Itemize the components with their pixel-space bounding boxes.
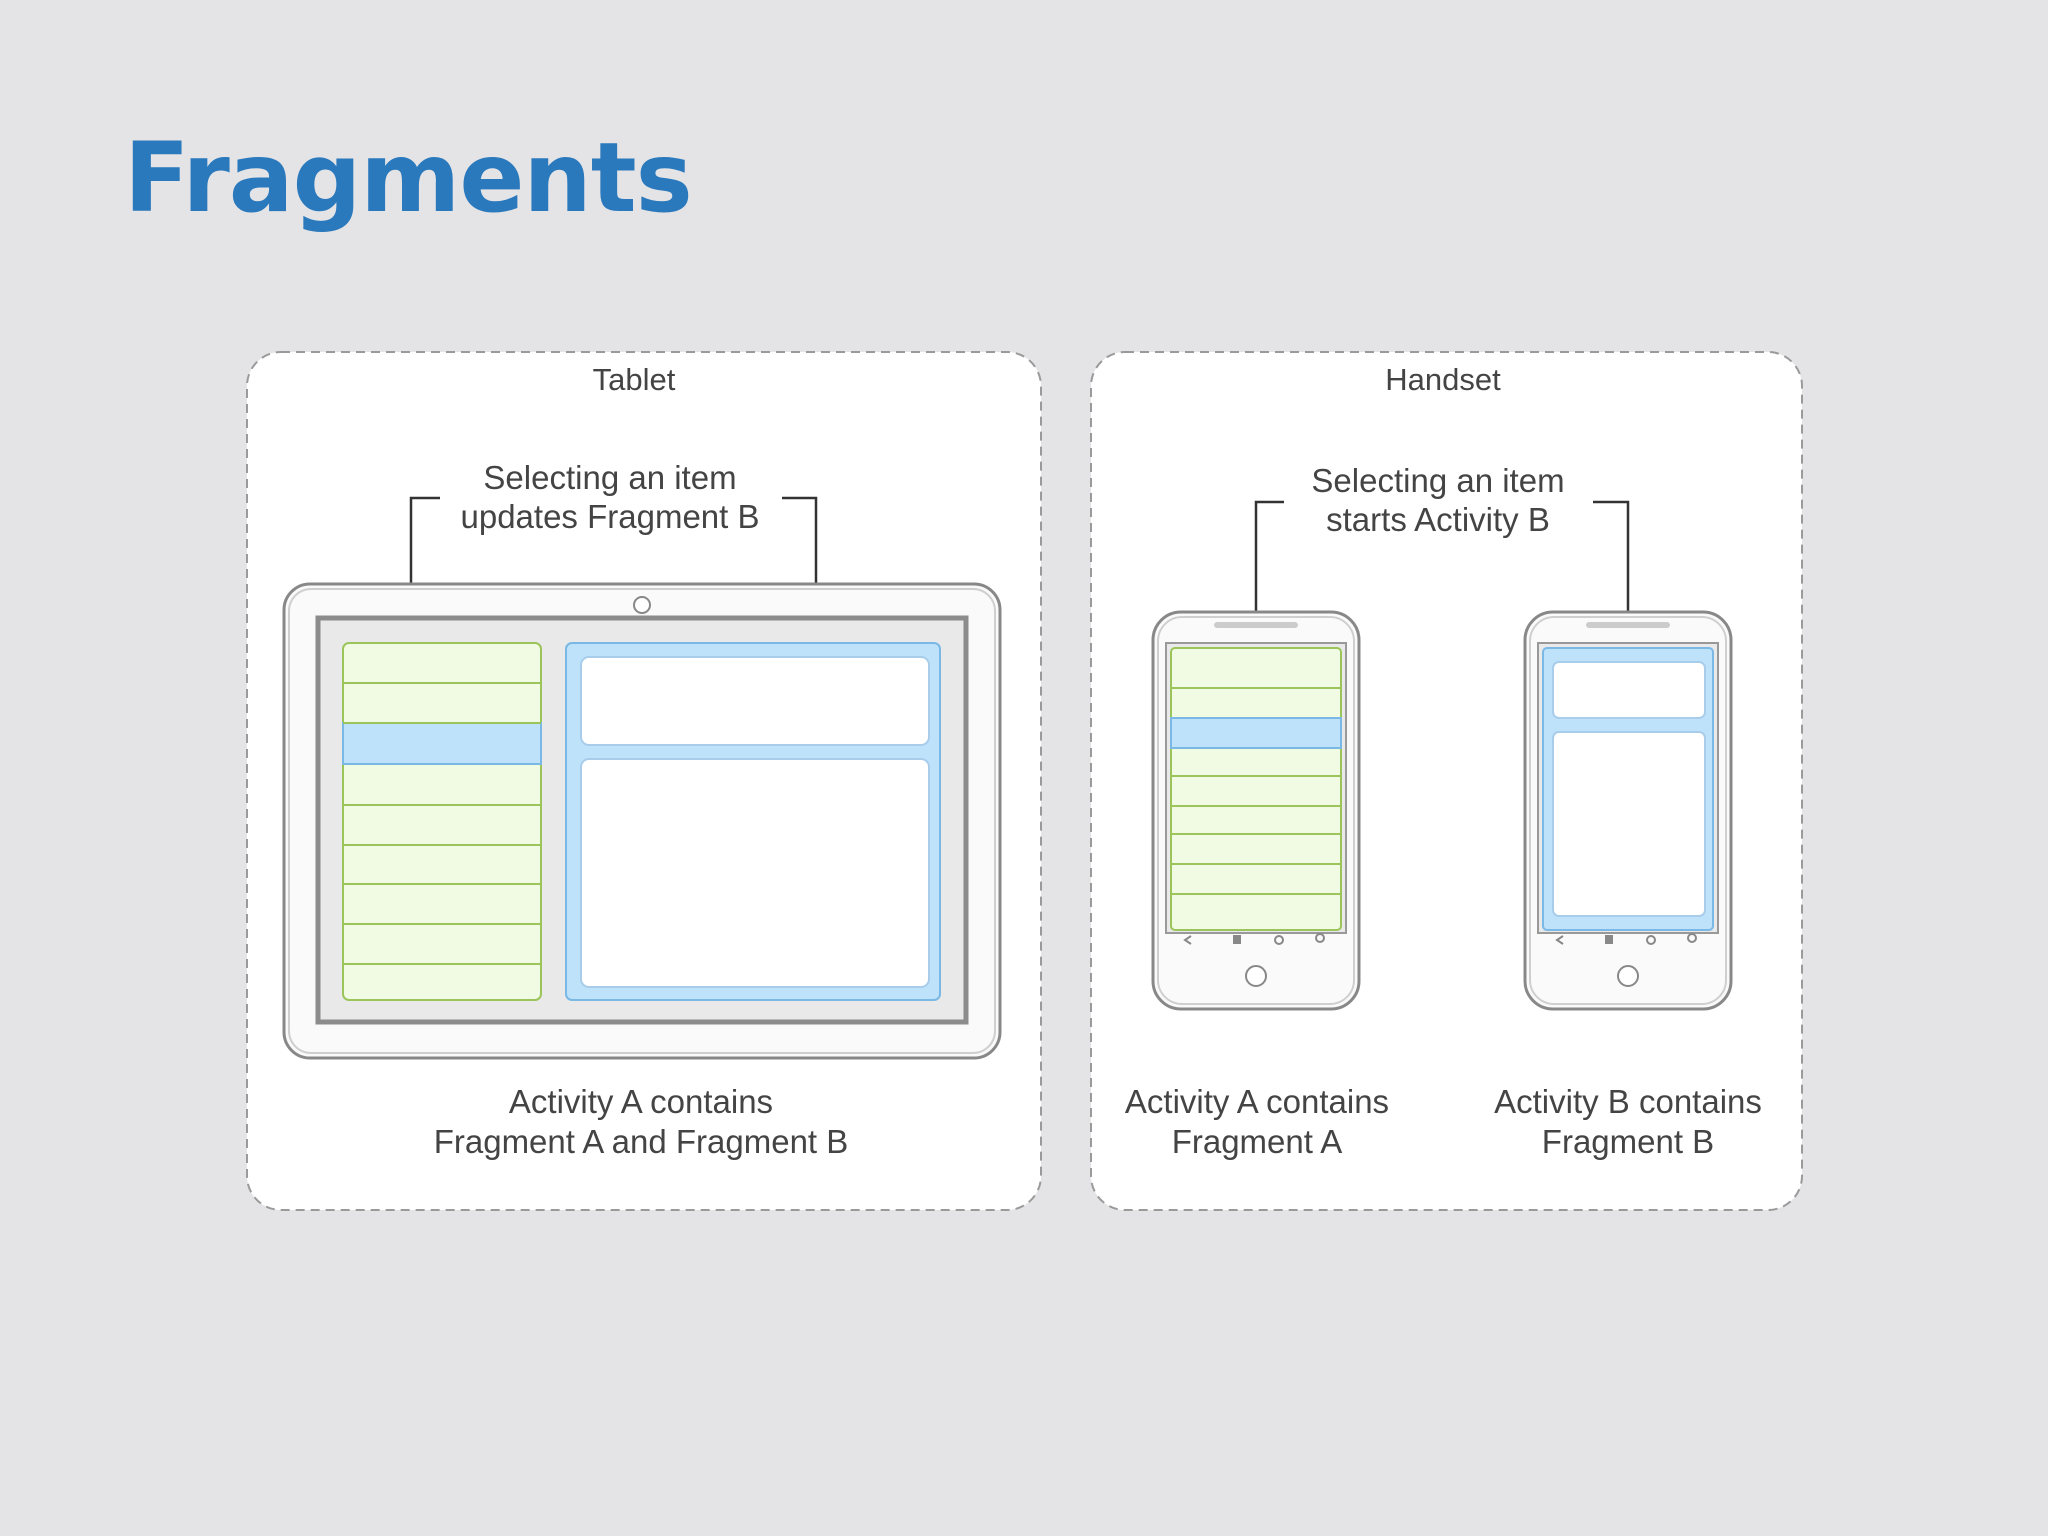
tablet-panel-title: Tablet (593, 362, 676, 397)
home-icon (1274, 935, 1284, 945)
tablet-device (282, 582, 1002, 1060)
tablet-caption-line1: Activity A contains (509, 1083, 773, 1120)
menu-icon (1233, 935, 1241, 944)
tablet-fragment-b-detail (565, 642, 941, 1001)
handset-panel-title: Handset (1385, 362, 1501, 397)
handset-callout-line1: Selecting an item (1311, 462, 1564, 499)
tablet-callout-line2: updates Fragment B (461, 498, 760, 535)
handset-caption-b-line1: Activity B contains (1494, 1083, 1762, 1120)
tablet-callout-line1: Selecting an item (483, 459, 736, 496)
back-icon (1555, 935, 1564, 945)
handset-callout-arrow (1593, 500, 1636, 638)
handset-callout-line2: starts Activity B (1326, 501, 1550, 538)
handset-panel: Handset Selecting an item starts Activit… (1090, 351, 1803, 1211)
tablet-caption-line2: Fragment A and Fragment B (434, 1123, 849, 1160)
camera-icon (633, 596, 651, 614)
selected-list-item (1170, 717, 1342, 749)
back-icon (1183, 935, 1192, 945)
home-icon (1245, 965, 1267, 987)
page-title: Fragments (124, 122, 693, 234)
handset-callout-line-left (1254, 500, 1284, 650)
home-icon (1617, 965, 1639, 987)
home-icon (1646, 935, 1656, 945)
search-icon (1687, 933, 1697, 943)
handset-caption-a-line1: Activity A contains (1125, 1083, 1389, 1120)
selected-list-item (342, 722, 542, 765)
menu-icon (1605, 935, 1613, 944)
tablet-panel: Tablet Selecting an item updates Fragmen… (246, 351, 1042, 1211)
phone-b-nav-icons (1555, 933, 1697, 945)
phone-activity-a (1151, 610, 1361, 1011)
phone-fragment-a-list (1170, 647, 1342, 931)
search-icon (1315, 933, 1325, 943)
phone-a-nav-icons (1183, 933, 1325, 945)
handset-caption-a-line2: Fragment A (1172, 1123, 1343, 1160)
tablet-fragment-a-list (342, 642, 542, 1001)
handset-caption-b-line2: Fragment B (1542, 1123, 1714, 1160)
phone-fragment-b-detail (1542, 647, 1714, 931)
phone-activity-b (1523, 610, 1733, 1011)
